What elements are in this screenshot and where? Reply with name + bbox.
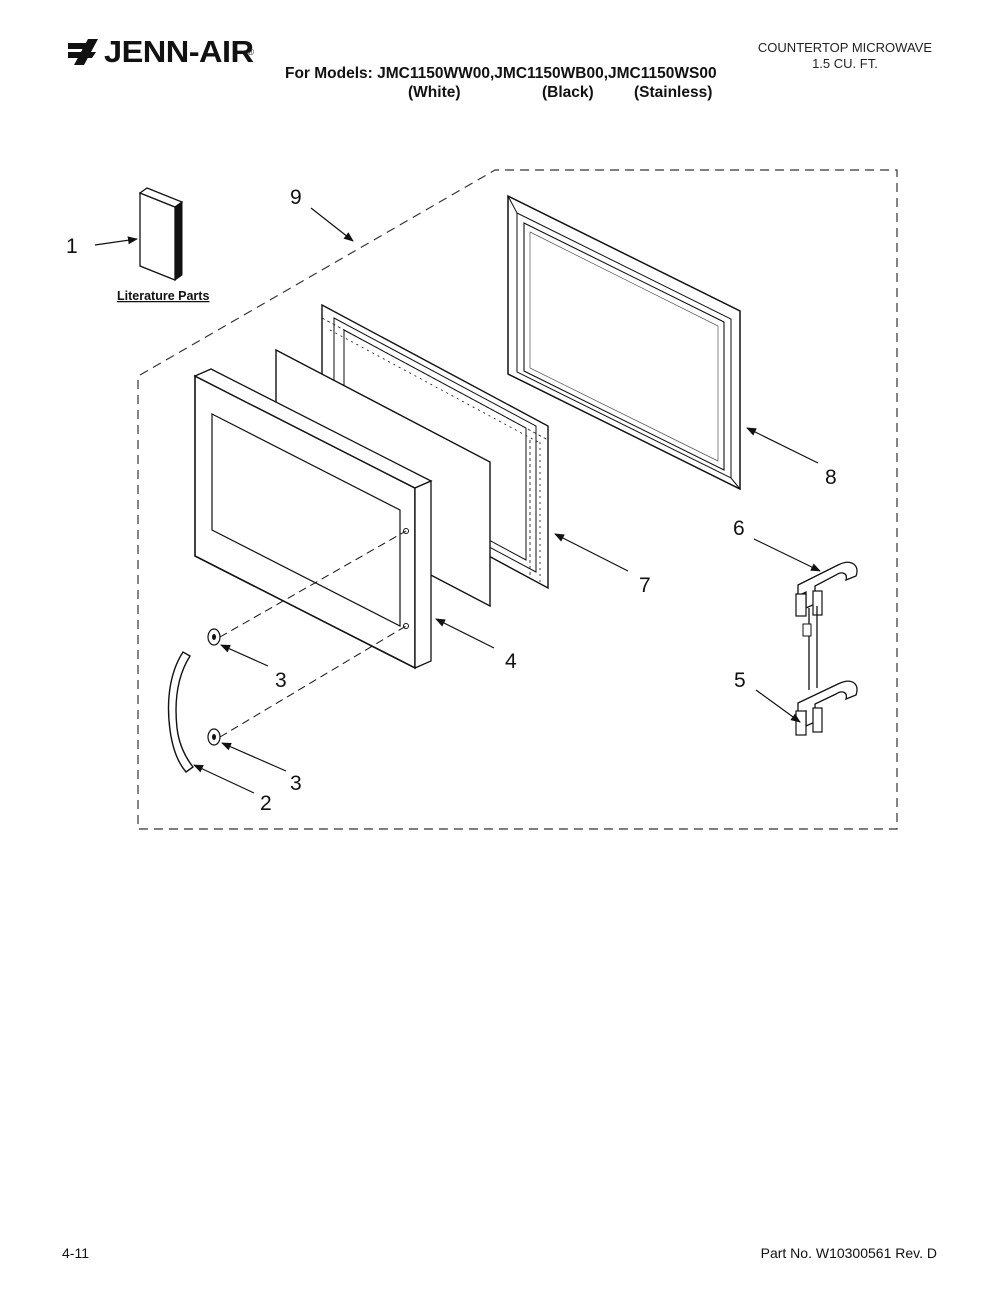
outer-door [193,368,433,670]
washer-upper [207,628,221,646]
callout-3-upper: 3 [275,669,287,692]
alignment-line [219,530,407,638]
variant-black: (Black) [542,84,594,101]
jenn-air-swoosh-icon [68,38,98,65]
callout-arrow [746,427,819,464]
part-number: Part No. W10300561 Rev. D [760,1245,937,1261]
handle-strip [167,651,195,773]
callout-3-lower: 3 [290,772,302,795]
variant-white: (White) [408,84,461,101]
assembly-boundary [137,169,898,830]
variant-stainless: (Stainless) [634,84,713,101]
callout-arrow [220,644,269,667]
callout-4: 4 [505,650,517,673]
callout-arrow [554,533,629,572]
literature-book [138,187,184,281]
page-number: 4-11 [62,1245,89,1261]
literature-label: Literature Parts [117,289,209,303]
callout-1: 1 [66,235,78,258]
models-line: For Models: JMC1150WW00,JMC1150WB00,JMC1… [285,65,717,82]
door-frame-rear [507,194,741,491]
product-info: COUNTERTOP MICROWAVE 1.5 CU. FT. [758,40,932,72]
callout-7: 7 [639,574,651,597]
callout-9: 9 [290,186,302,209]
callout-arrow [435,618,495,649]
callout-8: 8 [825,466,837,489]
washer-lower [207,728,221,746]
callout-2: 2 [260,792,272,815]
latch-hook-upper [795,561,858,690]
callout-arrow [310,207,354,242]
alignment-line [219,625,407,738]
callout-arrow [753,538,821,572]
callout-arrow [755,689,801,723]
brand-name: JENN-AIR [104,34,254,69]
callout-5: 5 [734,669,746,692]
callout-arrow [193,764,255,794]
callout-arrow [221,742,287,772]
callout-6: 6 [733,517,745,540]
registered-mark: ® [247,46,255,57]
brand-logo: JENN-AIR ® [66,36,254,67]
latch-hook-lower [795,680,858,736]
callout-arrow [94,236,138,246]
product-type: COUNTERTOP MICROWAVE [757,40,932,55]
product-capacity: 1.5 CU. FT. [812,56,878,71]
